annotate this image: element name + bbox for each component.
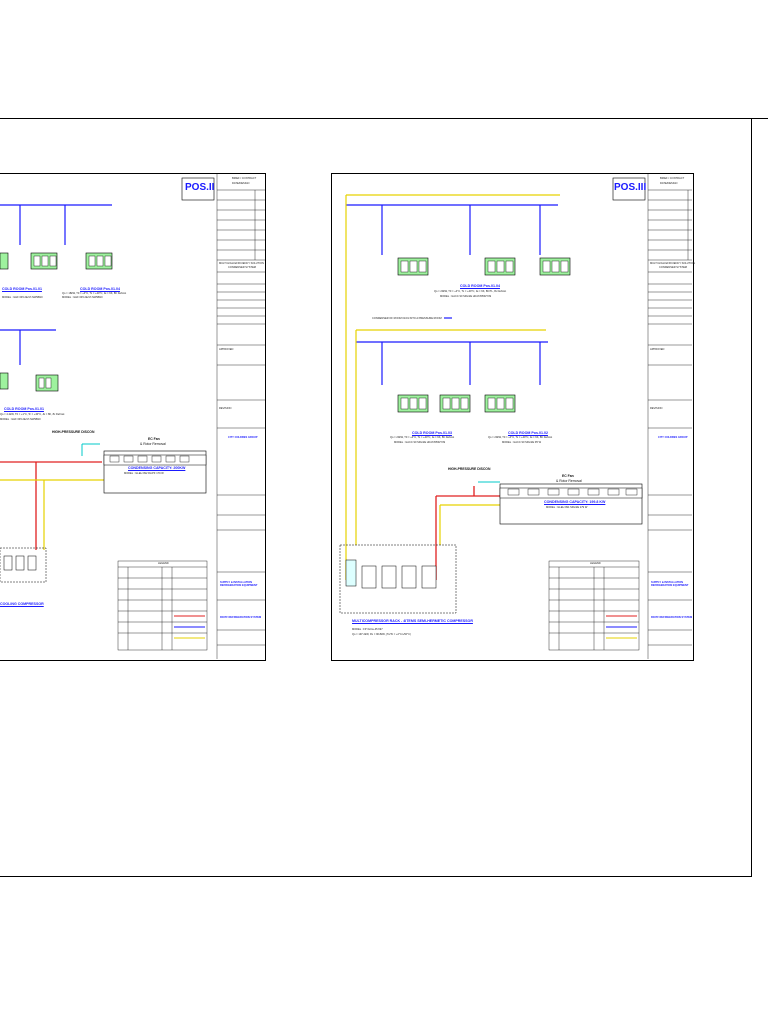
left-liquid-lines bbox=[0, 461, 102, 550]
left-tb-approved: APPROVED bbox=[219, 348, 234, 351]
sheet-pos-iii bbox=[331, 173, 694, 661]
left-room-2-name: COLD ROOM Pos.01.04 bbox=[80, 287, 120, 291]
left-room-3-name: COLD ROOM Pos.01.01 bbox=[4, 407, 44, 411]
right-title-block bbox=[647, 173, 692, 659]
left-tb-row2: CONDENSER SYSTEM bbox=[228, 266, 256, 269]
right-legend-title: LEGEND bbox=[590, 562, 601, 565]
right-tb-approved: APPROVED bbox=[650, 348, 665, 351]
left-room-2-spec: Qo = 18kW, T0 = +4°C, Tc = +40°C, Δt = 6… bbox=[62, 292, 127, 295]
right-tb-header2: DATE/DESIGN bbox=[660, 182, 678, 185]
left-remote-label: & Rotor Removal bbox=[140, 442, 166, 446]
left-hp-label: HIGH-PRESSURE DISCON bbox=[52, 430, 95, 434]
left-compressor-rack bbox=[0, 547, 47, 583]
right-tb-row1: MULTI HIGH EFFICIENCY SOLUTION bbox=[650, 262, 695, 265]
pos-ii-label: POS.II bbox=[185, 182, 215, 193]
right-room-2-model: MODEL : GACC 90 SRL/2E HD-8 805D/Y09 bbox=[394, 441, 446, 444]
right-room-3-model: MODEL : GACC 90 SRL/2E P0 W bbox=[502, 441, 542, 444]
left-evaporators bbox=[0, 252, 113, 392]
right-room-1-name: COLD ROOM Pos.01.04 bbox=[460, 284, 500, 288]
right-tb-project: SUPPLY & INSTALLATION REFRIGERATION EQUI… bbox=[651, 581, 689, 587]
left-suction-lines bbox=[0, 204, 112, 365]
right-rack-model: MODEL : FP 3H H+45 697 bbox=[352, 628, 383, 631]
left-condenser-fans bbox=[109, 455, 190, 463]
right-room-3-name: COLD ROOM Pos.01.02 bbox=[508, 431, 548, 435]
left-tb-revision: REVISION bbox=[219, 407, 232, 410]
left-tb-project: SUPPLY & INSTALLATION REFRIGERATION EQUI… bbox=[220, 581, 258, 587]
sheet-pos-ii bbox=[0, 173, 266, 661]
right-rack-title: MULTICOMPRESSOR RACK - 4ITEMS SEMI-HERME… bbox=[352, 619, 473, 623]
right-room-1-spec: Qo = 20kW, T0 = +4°C, Tc = +40°C, Δt = 6… bbox=[434, 290, 507, 293]
left-condensing-unit: CONDENSING CAPACITY: 200KW bbox=[128, 466, 186, 470]
right-suction-lines bbox=[346, 204, 558, 385]
right-condensing-model: MODEL : GLEH 091 SRL/2E 179 W bbox=[546, 506, 588, 509]
left-title-block bbox=[216, 173, 265, 659]
right-condensing-unit: CONDENSING CAPACITY: 199.8 KW bbox=[544, 500, 606, 504]
right-tb-revision: REVISION bbox=[650, 407, 663, 410]
left-room-2-model: MODEL : GHF 045.2E/17-NW9B10 bbox=[62, 296, 103, 299]
right-tb-row2: CONDENSER SYSTEM bbox=[659, 266, 687, 269]
right-tb-system: R407F REFRIGERATION SYSTEM bbox=[651, 616, 693, 619]
left-tb-header1: BRIEF / CONTRACT bbox=[232, 177, 257, 180]
left-room-3-model: MODEL : GHF 045.2E/17-NW9B10 bbox=[0, 418, 41, 421]
left-tb-row1: MULTI HIGH EFFICIENCY SOLUTION bbox=[219, 262, 264, 265]
right-tb-header1: BRIEF / CONTRACT bbox=[660, 177, 685, 180]
left-oil-lines bbox=[81, 443, 100, 456]
right-compressor-rack bbox=[339, 544, 457, 614]
right-room-2-spec: Qo = 20kW, T0 = +4°C, Tc = +40°C, Δt = 6… bbox=[390, 436, 455, 439]
left-legend-title: LEGEND bbox=[158, 562, 169, 565]
right-legend bbox=[548, 560, 640, 651]
right-room-2-name: COLD ROOM Pos.01.03 bbox=[412, 431, 452, 435]
right-room-1-model: MODEL : GACC 90 SRL/2E HD-8 805D/Y09 bbox=[440, 295, 492, 298]
sheet-bottom-border bbox=[0, 876, 752, 877]
left-fan-label: EC Fan bbox=[148, 437, 160, 441]
pos-iii-label: POS.III bbox=[614, 182, 647, 193]
right-tb-company: CITY COLDRES GROUP bbox=[658, 436, 688, 439]
left-room-1-name: COLD ROOM Pos.01.01 bbox=[2, 287, 42, 291]
left-evap-fans bbox=[33, 255, 112, 389]
left-room-1-model: MODEL : GHF 045.2E/17-NW9B10 bbox=[2, 296, 43, 299]
right-hp-label: HIGH-PRESSURE DISCON bbox=[448, 467, 491, 471]
right-remote-label: & Rotor Removal bbox=[556, 479, 582, 483]
right-discharge-lines bbox=[345, 194, 560, 580]
right-room-3-spec: Qo = 20kW, T0 = +4°C, Tc = +40°C, Δt = 6… bbox=[488, 436, 553, 439]
right-evap-fans bbox=[400, 260, 569, 410]
left-tb-system: R407F REFRIGERATION SYSTEM bbox=[220, 616, 262, 619]
left-discharge-lines bbox=[0, 479, 104, 550]
left-compressor-label: COOLING COMPRESSOR bbox=[0, 602, 44, 606]
right-rack-spec: Qo = 197.2kW, Pe = 90.8kW, (To/Tc = +2°C… bbox=[352, 633, 411, 636]
left-pos-box bbox=[181, 177, 215, 201]
left-tb-company: CITY COLDRES GROUP bbox=[228, 436, 258, 439]
left-condenser-unit bbox=[103, 450, 207, 494]
sheet-top-border bbox=[0, 118, 768, 119]
left-condensing-model: MODEL : GLEH 092 RL/PF 179 W bbox=[124, 472, 164, 475]
right-corridor-label: CONDENSER OF ROOM 01/01 INTO A PRESSURE … bbox=[372, 317, 442, 320]
left-legend bbox=[117, 560, 208, 651]
right-condenser-fans bbox=[507, 488, 638, 496]
left-room-3-spec: Qo = 4.2kW, T0 = +1°C, Tc = +40°C, Δt = … bbox=[0, 413, 65, 416]
left-tb-header2: DATE/DESIGN bbox=[232, 182, 250, 185]
right-pos-box bbox=[612, 177, 646, 201]
right-fan-label: EC Fan bbox=[562, 474, 574, 478]
sheet-right-border bbox=[751, 118, 752, 877]
right-condenser-unit bbox=[499, 483, 643, 525]
